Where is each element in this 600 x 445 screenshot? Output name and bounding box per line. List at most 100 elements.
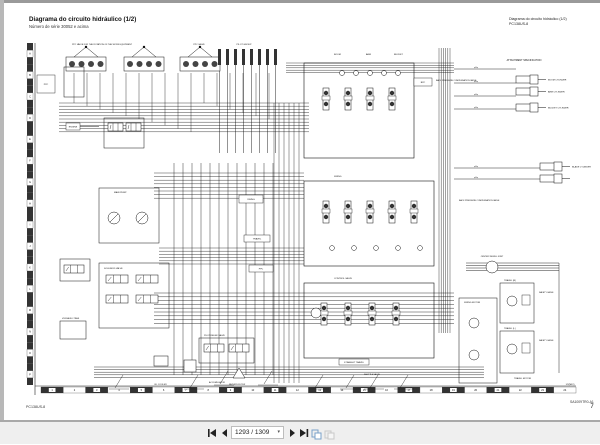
next-page-button[interactable]	[287, 427, 299, 439]
control-valve-spool	[343, 302, 353, 326]
leader-line	[263, 370, 273, 385]
row-ruler-band	[27, 107, 33, 115]
main-pump-label: MAIN PUMP	[114, 191, 127, 194]
ppc-valve-left-port	[69, 61, 75, 67]
row-label: E	[29, 137, 31, 141]
main-pump-block	[98, 187, 160, 244]
last-page-button[interactable]	[298, 427, 310, 439]
row-ruler-band	[27, 192, 33, 200]
column-label: 24	[563, 388, 566, 392]
bucket-label: BUCKET	[394, 54, 404, 56]
ppc-valve-right-body	[123, 56, 165, 72]
ppc-shuttle-box-text: PPC	[259, 268, 264, 270]
solenoid-coil	[242, 49, 245, 65]
row-label: K	[29, 265, 31, 269]
oil-cooler	[153, 355, 169, 367]
row-label: F	[29, 159, 31, 163]
row-label: N	[29, 330, 31, 334]
column-ruler-label-bg	[204, 388, 212, 392]
ppc-valve-left-body	[65, 56, 107, 72]
control-valve-spool-head	[345, 214, 351, 220]
solenoid-coil	[226, 49, 229, 65]
swing-brake-valve-body	[63, 264, 85, 274]
row-ruler-band	[27, 228, 33, 236]
control-valve-spool-head	[389, 90, 395, 96]
ppc-valve-right-port	[127, 61, 133, 67]
travel-l-label: TRAVEL (L)	[504, 327, 516, 330]
travel-motor-right	[499, 282, 535, 324]
oil-cooler-label: OIL COOLER	[154, 384, 167, 386]
servo-valve	[107, 122, 124, 132]
return-filter-label: RETURN FILTER	[229, 384, 246, 386]
solenoid-valve-arrow	[137, 276, 142, 282]
solenoid-valve-arrow	[107, 296, 112, 302]
row-ruler-band	[27, 185, 33, 193]
boom-label: BOOM	[334, 54, 341, 56]
pilot-relief-valve-2-body	[228, 343, 250, 353]
dropdown-caret-icon[interactable]: ▾	[277, 429, 280, 435]
ppc-shuttle-box-box	[248, 264, 274, 273]
solenoid-coil	[274, 49, 277, 65]
row-ruler-band	[27, 342, 33, 350]
prev-page-icon	[222, 429, 227, 437]
swing-motor-label: SWING MOTOR	[464, 302, 481, 304]
ppc-valve-travel	[179, 45, 221, 72]
back-pressure-box-text: BPC	[421, 82, 426, 84]
column-ruler-label-bg	[360, 388, 368, 392]
row-label: A	[29, 52, 31, 56]
first-page-button[interactable]	[206, 427, 218, 439]
row-label: O	[29, 351, 31, 355]
control-valve-spool-head	[323, 214, 329, 220]
check-valve	[329, 245, 335, 251]
arm-label: ARM	[366, 53, 371, 56]
row-ruler-cell	[26, 220, 34, 229]
shuttle-valve	[381, 70, 387, 76]
first-page-icon	[207, 429, 216, 437]
servo-valve-2	[125, 122, 142, 132]
column-label: 8	[207, 388, 209, 392]
control-valve-spool	[321, 200, 331, 224]
column-label: 15	[363, 388, 366, 392]
solenoid-valve	[105, 294, 129, 304]
swing-priority-box-text: SWING	[247, 199, 255, 201]
control-valve-spool-head	[369, 305, 375, 311]
hydraulic-lines	[59, 48, 560, 390]
accumulator-label: ACCUMULATOR	[209, 381, 225, 384]
servo-block	[103, 117, 145, 149]
arm-cylinder: ARM CYLINDER	[515, 86, 565, 97]
paste-button[interactable]	[324, 427, 335, 440]
solenoid-valve-block	[98, 262, 170, 329]
ppc-valve-travel-port	[183, 61, 189, 67]
prev-page-button[interactable]	[219, 427, 231, 439]
straight-travel-box-text: STRAIGHT TRAVEL	[344, 361, 365, 364]
pilot-group-label: PILOT GROUP	[237, 44, 252, 46]
column-ruler-label-bg	[427, 388, 435, 392]
pilot-relief-block	[198, 337, 255, 364]
control-valve-spool-land	[343, 95, 353, 101]
ppc-valve-left-knob	[84, 45, 88, 49]
column-ruler-label-bg	[516, 388, 524, 392]
copy-button[interactable]	[311, 427, 322, 440]
solenoid-valve	[105, 274, 129, 284]
attachment-spec-label: ATTACHMENT SPECIFICATION	[507, 59, 542, 62]
ppc-shuttle-box: PPC	[248, 264, 274, 273]
ppc-travel-label: PPC VALVE	[193, 43, 205, 46]
row-ruler-band	[27, 235, 33, 243]
solenoid-valve-body	[135, 274, 159, 284]
shuttle-valve	[353, 70, 359, 76]
column-label: 23	[541, 388, 544, 392]
column-label: 17	[407, 388, 410, 392]
control-valve-spool	[321, 87, 331, 111]
page-number-field[interactable]: 1293 / 1309 ▾	[231, 426, 284, 439]
row-ruler-cell	[26, 71, 34, 79]
row-ruler-cell	[26, 135, 34, 143]
travel-junction-box-text: TRAVEL	[253, 237, 262, 240]
control-valve-spool-head	[345, 316, 351, 322]
control-valve-spool-head	[393, 305, 399, 311]
solenoid-valve-body	[135, 294, 159, 304]
column-label: 10	[251, 388, 254, 392]
ppc-valve-right	[123, 45, 165, 72]
ppc-valve-left	[65, 45, 107, 72]
compensation-valve-label: BACK PRESSURE COMPENSATION VALVE	[459, 199, 500, 202]
shuttle-valve	[395, 70, 401, 76]
